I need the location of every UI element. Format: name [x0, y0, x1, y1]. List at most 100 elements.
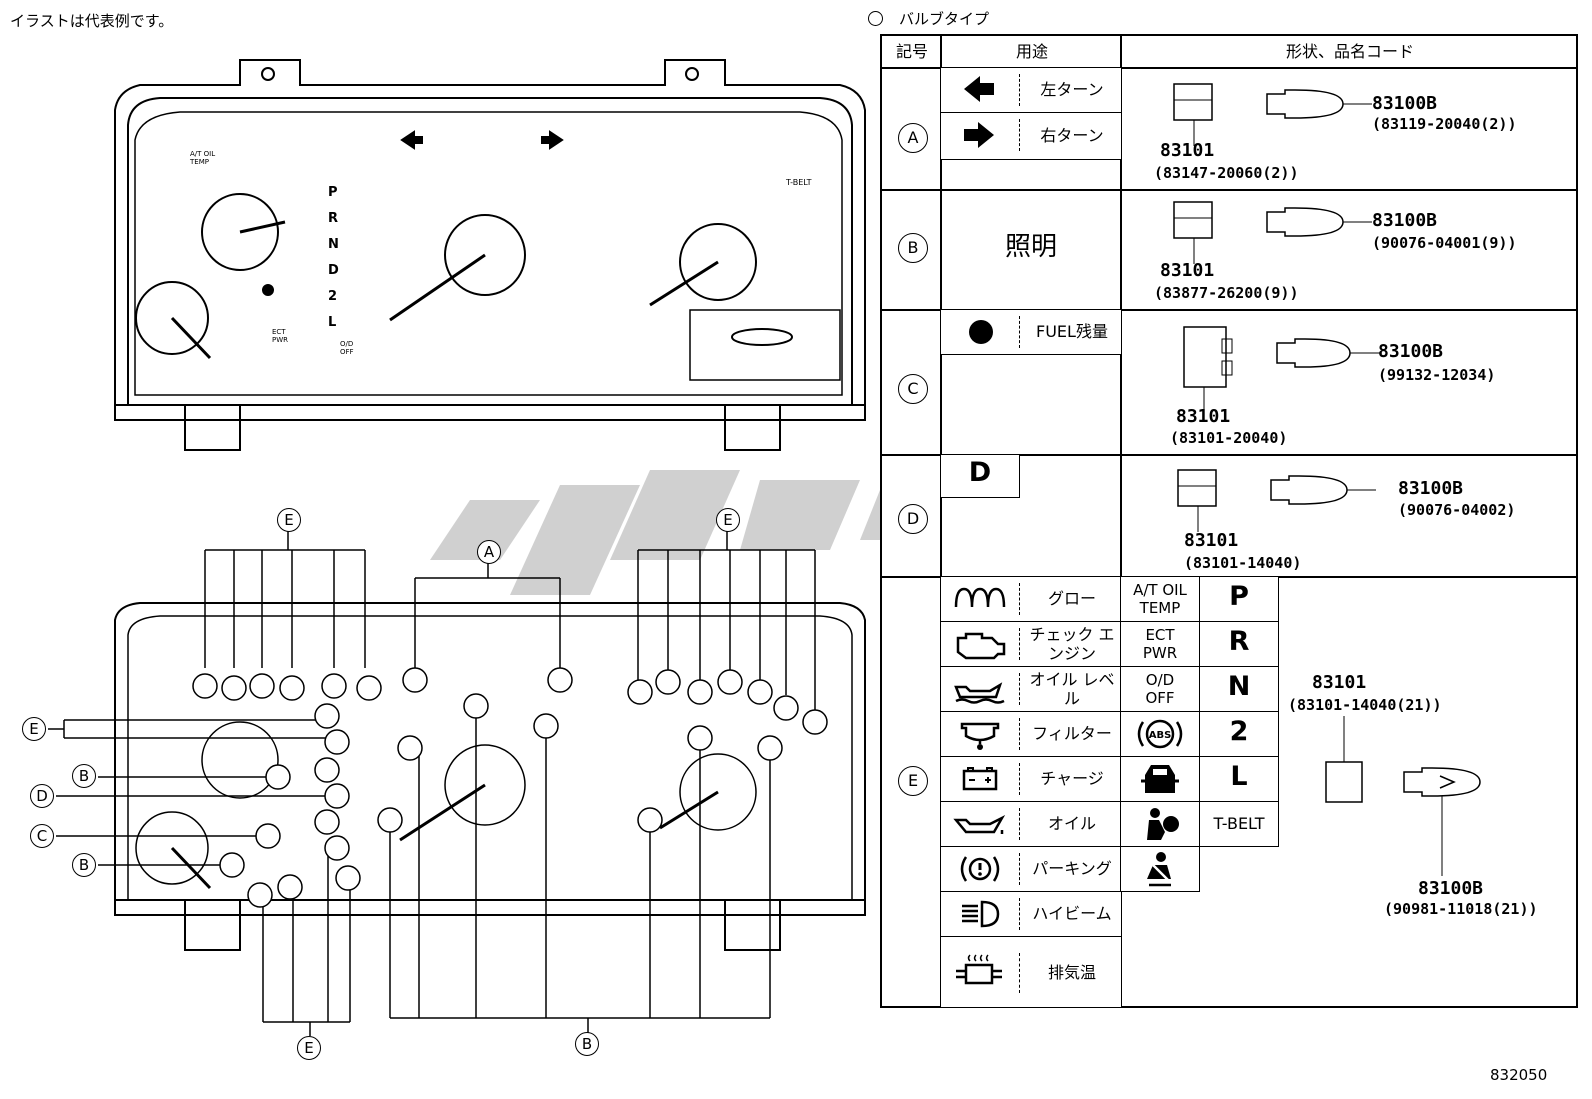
leader-lines [48, 530, 816, 1036]
callout-c: C [30, 824, 54, 848]
row-symbol-b: B [898, 233, 928, 263]
socket-and-bulb-drawing [1325, 716, 1481, 876]
socket-and-bulb-drawing [1183, 326, 1382, 409]
usage-label: FUEL残量 [1036, 322, 1108, 341]
filled-circle-icon [961, 318, 1001, 352]
gear-letter: R [328, 211, 339, 226]
filter-icon [949, 718, 1011, 756]
usage-label: チェック エンジン [1029, 625, 1115, 663]
gear-letter: N [1227, 671, 1251, 702]
usage-filter: フィルター [940, 711, 1122, 757]
usage-oil: オイル [940, 801, 1122, 847]
cluster-tbelt-label: T-BELT [786, 178, 812, 187]
socket-and-bulb-drawing [1173, 83, 1372, 146]
oil-level-icon [949, 673, 1011, 711]
usage-label: オイル レベル [1029, 670, 1115, 708]
socket-part-code: (83101-14040(21)) [1288, 696, 1442, 714]
gear-2: 2 [1199, 711, 1279, 757]
table-title-text: バルブタイプ [899, 10, 990, 28]
indicator-door [1120, 756, 1200, 802]
cluster-rear-view [114, 602, 866, 951]
bulb-part-code: (83119-20040(2)) [1372, 115, 1517, 133]
bulb-part-number: 83100B [1372, 93, 1438, 114]
bulb-part-number: 83100B [1372, 210, 1438, 231]
watermark-logo [430, 470, 880, 595]
callout-e: E [297, 1036, 321, 1060]
usage-label: ハイビーム [1032, 904, 1112, 923]
usage-label: 排気温 [1047, 963, 1096, 982]
socket-part-number: 83101 [1184, 530, 1239, 551]
socket-part-number: 83101 [1312, 672, 1367, 693]
socket-part-number: 83101 [1160, 140, 1215, 161]
gear-letter: R [1228, 626, 1250, 657]
usage-glow: グロー [940, 576, 1122, 622]
usage-d-indicator: D [940, 454, 1020, 498]
header-symbol: 記号 [882, 36, 942, 69]
usage-oil-level: オイル レベル [940, 666, 1122, 712]
illustration-note: イラストは代表例です。 [10, 12, 174, 30]
socket-part-code: (83877-26200(9)) [1154, 284, 1299, 302]
usage-charge: チャージ [940, 756, 1122, 802]
abs-text: ABS [1149, 730, 1172, 741]
seatbelt-icon [1131, 851, 1189, 893]
gear-letter: P [328, 185, 338, 200]
row-symbol-e: E [898, 766, 928, 796]
glow-icon [949, 585, 1011, 617]
engine-icon [949, 628, 1011, 666]
bulb-type-table: 記号 用途 形状、品名コード A 左ターン 右ターン 83100B (83119… [880, 34, 1578, 1008]
indicator-t-belt: T-BELT [1199, 801, 1279, 847]
usage-label: チャージ [1040, 769, 1104, 788]
oil-can-icon [949, 810, 1011, 844]
gear-letter: P [1229, 581, 1249, 612]
indicator-at-oil-temp: A/T OIL TEMP [1120, 576, 1200, 622]
gear-letter: 2 [328, 289, 338, 304]
row-divider [882, 454, 1576, 456]
right-arrow-icon [959, 120, 999, 156]
socket-circles [192, 667, 828, 908]
row-symbol-a: A [898, 123, 928, 153]
callout-e: E [277, 508, 301, 532]
callout-a: A [477, 540, 501, 564]
cluster-front-view [114, 59, 866, 451]
bulb-part-code: (99132-12034) [1378, 366, 1496, 384]
bulb-part-code: (90076-04001(9)) [1372, 234, 1517, 252]
socket-part-code: (83101-20040) [1170, 429, 1288, 447]
socket-part-code: (83147-20060(2)) [1154, 164, 1299, 182]
bulb-part-number: 83100B [1398, 478, 1464, 499]
usage-parking: パーキング [940, 846, 1122, 892]
indicator-seatbelt [1120, 846, 1200, 892]
gear-letter: 2 [1229, 716, 1249, 747]
callout-b: B [72, 853, 96, 877]
exhaust-temp-icon [949, 953, 1011, 997]
gear-r: R [1199, 621, 1279, 667]
indicator-airbag [1120, 801, 1200, 847]
socket-part-number: 83101 [1176, 406, 1231, 427]
usage-label: 右ターン [1040, 126, 1104, 145]
open-circle-icon [868, 11, 883, 26]
bulb-part-code: (90981-11018(21)) [1384, 900, 1538, 918]
usage-check-engine: チェック エンジン [940, 621, 1122, 667]
cluster-ect-label: ECT PWR [272, 328, 289, 344]
usage-exhaust-temp: 排気温 [940, 936, 1122, 1008]
row-divider [882, 189, 1576, 191]
gear-letter: N [328, 237, 339, 252]
airbag-icon [1131, 806, 1189, 848]
table-title: バルブタイプ [868, 8, 989, 29]
abs-icon: ABS [1131, 716, 1189, 758]
bulb-part-number: 83100B [1418, 878, 1484, 899]
callout-b: B [72, 764, 96, 788]
col-divider [1120, 36, 1122, 1006]
usage-label: パーキング [1032, 859, 1112, 878]
col-divider [940, 36, 942, 1006]
row-symbol-d: D [898, 504, 928, 534]
parking-icon [949, 853, 1011, 891]
cluster-at-oil-label: A/T OIL TEMP [190, 150, 216, 166]
callout-e: E [22, 717, 46, 741]
indicator-text: T-BELT [1213, 814, 1265, 833]
usage-fuel-level: FUEL残量 [940, 309, 1122, 355]
usage-label: 左ターン [1040, 80, 1104, 99]
socket-and-bulb-drawing [1177, 469, 1376, 532]
indicator-text: O/D OFF [1145, 671, 1175, 707]
gear-n: N [1199, 666, 1279, 712]
gear-l: L [1199, 756, 1279, 802]
